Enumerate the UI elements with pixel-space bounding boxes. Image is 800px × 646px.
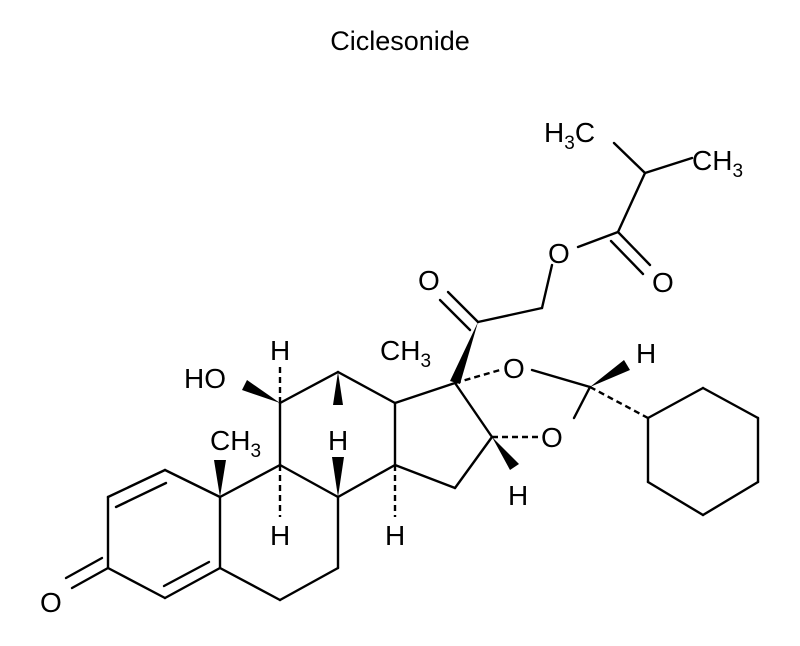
- label-h9: H: [270, 520, 290, 551]
- label-h3c: H3C: [544, 117, 595, 154]
- ring-c: [278, 370, 397, 499]
- label-o-3: O: [40, 587, 62, 618]
- ring-b: [218, 463, 340, 602]
- label-o-ketone: O: [418, 265, 440, 296]
- side-chain: [438, 141, 694, 384]
- stereo-bonds: [214, 360, 630, 517]
- ring-a: [64, 468, 222, 600]
- label-o-ring-bottom: O: [541, 422, 563, 453]
- label-h8: H: [328, 425, 348, 456]
- label-h16: H: [508, 480, 528, 511]
- label-h14: H: [385, 520, 405, 551]
- label-h11: H: [270, 335, 290, 366]
- ring-d: [393, 381, 494, 490]
- label-ch3-13: CH3: [380, 335, 431, 372]
- label-o-ester: O: [548, 238, 570, 269]
- label-h-acetal: H: [636, 338, 656, 369]
- molecule-title: Ciclesonide: [330, 26, 470, 56]
- cyclohexyl-ring: [589, 385, 760, 517]
- label-o-ester-carbonyl: O: [652, 267, 674, 298]
- atom-labels: H3C CH3 O O O HO H CH3 O H O CH3 H H H H…: [40, 117, 743, 618]
- label-ho: HO: [184, 363, 226, 394]
- label-o-ring-top: O: [503, 353, 525, 384]
- label-ch3-10: CH3: [210, 425, 261, 462]
- label-ch3-top: CH3: [692, 145, 743, 182]
- dioxolane-ring: [454, 368, 592, 439]
